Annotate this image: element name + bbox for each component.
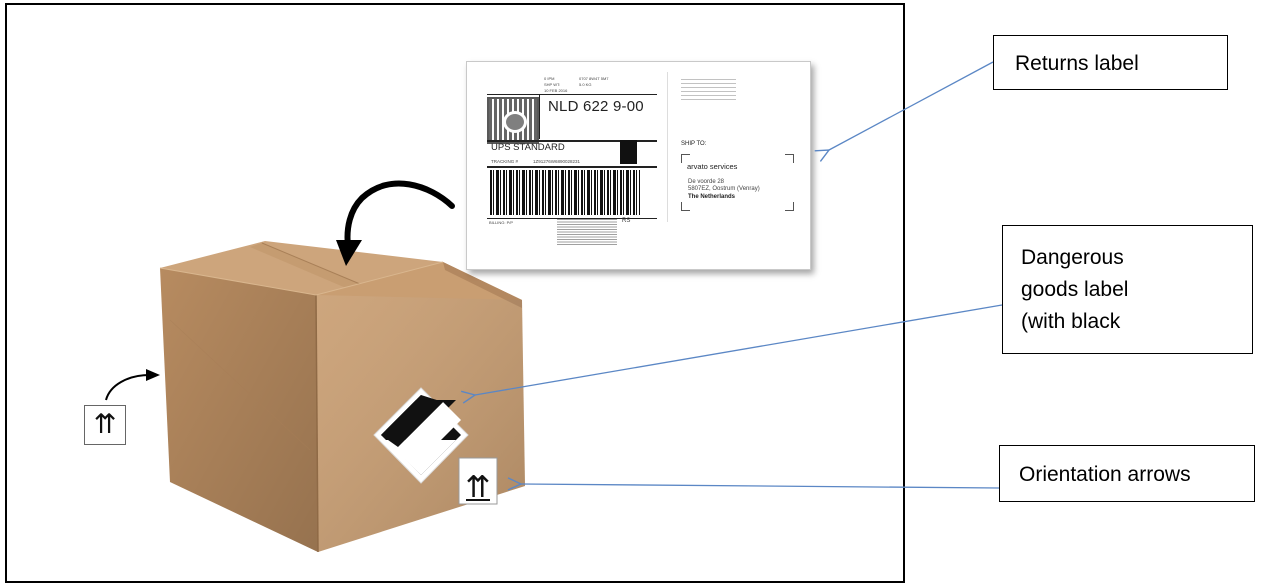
pointer-dangerous-goods: [475, 305, 1002, 395]
callout-dg-line-2: goods label: [1021, 274, 1252, 306]
pointer-orientation-arrows: [521, 484, 999, 488]
callout-returns-label: Returns label: [993, 35, 1228, 90]
callout-orientation-arrows: Orientation arrows: [999, 445, 1255, 502]
callout-orientation-text: Orientation arrows: [1019, 463, 1191, 486]
callout-dg-line-1: Dangerous: [1021, 242, 1252, 274]
callout-returns-label-text: Returns label: [1015, 52, 1139, 75]
callout-dangerous-goods: Dangerous goods label (with black: [1002, 225, 1253, 354]
callout-dg-line-3: (with black: [1021, 306, 1252, 338]
pointer-returns-label: [829, 62, 993, 150]
